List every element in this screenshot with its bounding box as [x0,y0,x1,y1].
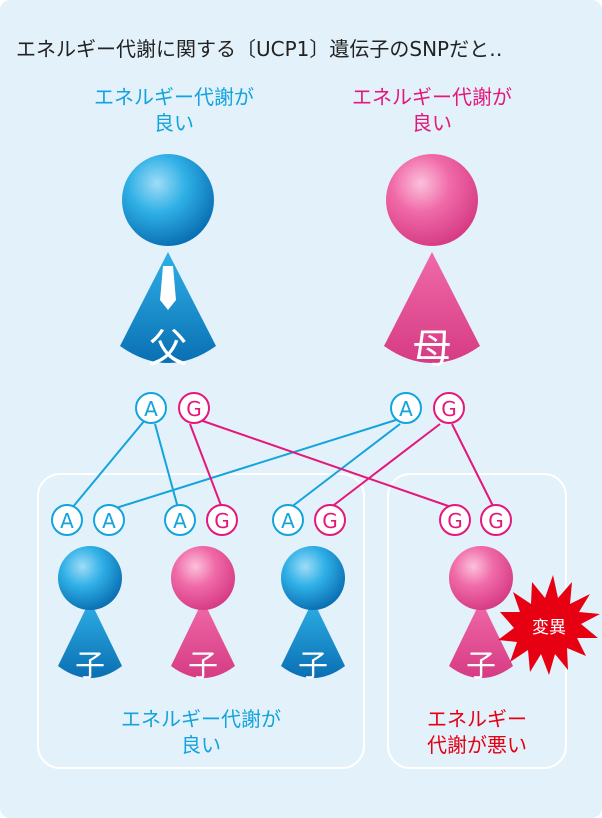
child3-figure: 子 [281,546,345,684]
mother-figure: 母 [384,154,480,372]
bad-group-caption-line1: エネルギー [427,707,527,731]
child3-glyph: 子 [298,649,328,684]
child3-allele-2: G [322,509,338,533]
mutation-badge: 変異 [498,575,600,675]
child2-allele-2: G [214,509,230,533]
mutation-label: 変異 [532,618,566,638]
line-mother-g-child4 [451,423,495,509]
father-caption-line1: エネルギー代謝が [94,85,254,109]
child4-allele-2: G [488,509,504,533]
mother-caption-line1: エネルギー代謝が [352,85,512,109]
child4-glyph: 子 [466,649,496,684]
line-mother-g-child3 [329,423,441,509]
starburst-icon [498,575,600,675]
necktie-icon [160,266,176,310]
line-father-g-child4 [199,419,455,509]
mother-allele-2: G [441,397,457,421]
child2-allele-1: A [173,509,187,533]
inheritance-lines [71,419,495,509]
mother-allele-1: A [399,397,413,421]
father-allele-1: A [144,397,158,421]
line-father-a-child1 [71,419,146,509]
line-mother-a-child3 [289,423,401,509]
child2-glyph: 子 [188,649,218,684]
line-father-a-child2 [154,423,179,509]
child1-alleles: A A [51,504,125,536]
bad-group-caption-line2: 代謝が悪い [427,733,527,757]
mother-glyph: 母 [412,326,452,372]
child3-alleles: A G [272,504,346,536]
child2-alleles: A G [164,504,238,536]
diagram-title: エネルギー代謝に関する〔UCP1〕遺伝子のSNPだと‥ [16,37,502,61]
line-father-g-child2 [189,423,223,509]
child2-figure: 子 [171,546,235,684]
child1-figure: 子 [58,546,122,684]
good-group-caption-line2: 良い [181,733,221,757]
line-mother-a-child1 [115,419,397,509]
mother-caption-line2: 良い [412,111,452,135]
child1-allele-1: A [60,509,74,533]
child4-figure: 子 [449,546,513,684]
child1-glyph: 子 [75,649,105,684]
child1-allele-2: A [102,509,116,533]
good-group-panel [37,473,365,769]
child4-allele-1: G [447,509,463,533]
father-caption-line2: 良い [154,111,194,135]
good-group-caption-line1: エネルギー代謝が [121,707,281,731]
father-glyph: 父 [148,326,188,372]
mother-alleles: A G [390,392,465,424]
father-figure: 父 [120,154,216,372]
father-allele-2: G [186,397,202,421]
father-alleles: A G [135,392,210,424]
child3-allele-1: A [281,509,295,533]
child4-alleles: G G [439,504,512,536]
